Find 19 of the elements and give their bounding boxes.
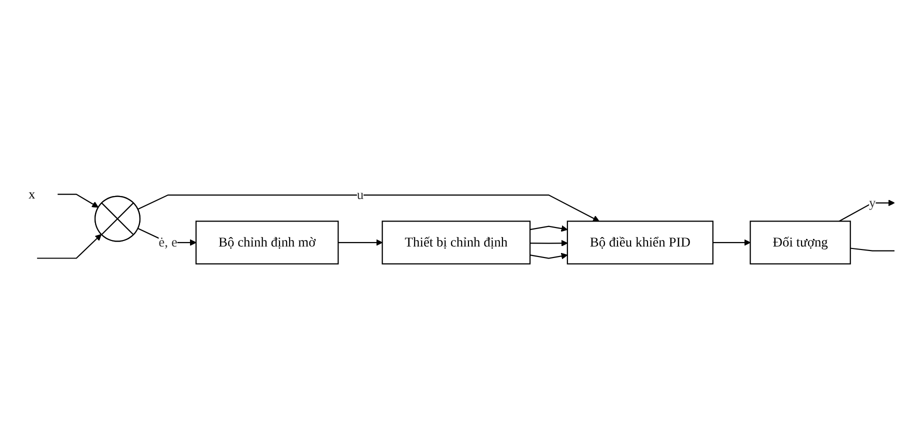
arrow — [530, 224, 568, 232]
edge-label: u — [356, 186, 364, 202]
connector — [850, 247, 894, 251]
edge-label: y — [869, 194, 876, 210]
node-box: Thiết bị chỉnh định — [382, 220, 531, 264]
node-box: Bộ chỉnh định mờ — [196, 220, 339, 264]
node-box: Đối tượng — [750, 220, 851, 264]
arrow — [58, 193, 99, 208]
node-box: Bộ điều khiển PID — [566, 220, 714, 264]
arrow — [530, 239, 568, 246]
arrow — [712, 238, 751, 246]
arrow — [530, 252, 568, 259]
arrow — [338, 238, 383, 246]
edge-label: ė, e — [158, 234, 178, 250]
arrow — [37, 234, 102, 258]
node-text: x — [28, 186, 36, 201]
arrow — [838, 199, 895, 222]
arrow — [138, 194, 600, 222]
arrow — [138, 227, 196, 246]
